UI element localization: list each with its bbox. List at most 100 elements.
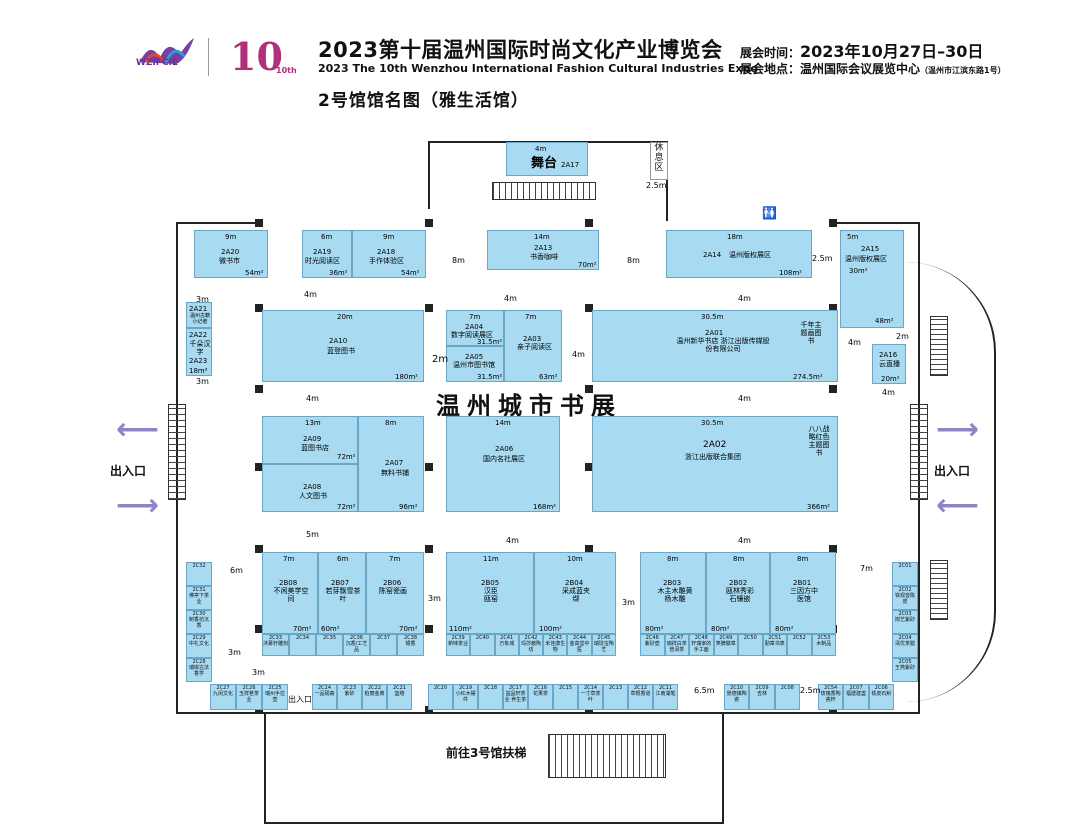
booth-code: 2C42 xyxy=(524,635,538,641)
booth-2A07[interactable]: 8m 2A07 無料书铺 96m² xyxy=(358,416,424,512)
booth-2C50[interactable]: 2C50 xyxy=(738,634,763,656)
entrance-left[interactable]: 出入口 xyxy=(110,464,147,478)
booth-code: 2C15 xyxy=(558,685,573,691)
booth-2A03[interactable]: 7m 2A03 亲子阅读区 63m² xyxy=(504,310,562,382)
booth-2A09[interactable]: 13m 2A09 蓝图书店 72m² xyxy=(262,416,358,464)
booth-2A10[interactable]: 20m 2A10 蓝登图书 180m² xyxy=(262,310,424,382)
booth-2A14[interactable]: 18m 2A14 温州版权展区 108m² xyxy=(666,230,812,278)
booth-name: 福建建盏 xyxy=(845,691,866,697)
entrance-bottom[interactable]: 出入口 xyxy=(288,695,312,704)
booth-2A21[interactable]: 2A21 温州古籍小记者 xyxy=(186,302,212,328)
booth-2B02[interactable]: 8m 2B02 瓯林秀彩石镶嵌 80m² xyxy=(706,552,770,634)
booth-2C20[interactable]: 2C20 xyxy=(428,684,453,710)
booth-name: 温州古籍小记者 xyxy=(189,313,210,325)
wall-top-left xyxy=(176,222,256,224)
booth-2C15[interactable]: 2C15 xyxy=(553,684,578,710)
entrance-right[interactable]: 出入口 xyxy=(934,464,971,478)
booth-2B06[interactable]: 7m 2B06 陈窑瓷画 70m² xyxy=(366,552,424,634)
booth-dim: 9m xyxy=(383,233,395,241)
booth-2C32[interactable]: 2C32 xyxy=(186,562,212,586)
booth-2B04[interactable]: 10m 2B04 采成蓝夹缬 100m² xyxy=(534,552,616,634)
booth-code: 2C02 xyxy=(898,587,912,593)
booth-2C37[interactable]: 2C37 xyxy=(370,634,397,656)
booth-2B01[interactable]: 8m 2B01 三因方中医馆 80m² xyxy=(770,552,836,634)
pillar xyxy=(829,219,837,227)
stage-booth[interactable]: 4m 舞台 2A17 xyxy=(506,142,588,176)
booth-note: 千年主题画图书 xyxy=(800,321,822,345)
booth-code: 2A06 xyxy=(495,445,514,453)
booth-2C08[interactable]: 2C08 xyxy=(774,684,800,710)
escalator-label[interactable]: 前往3号馆扶梯 xyxy=(446,746,527,760)
booth-2C13[interactable]: 2C13 xyxy=(603,684,628,710)
booth-2A13[interactable]: 14m 2A13 书香咖啡 70m² xyxy=(487,230,599,270)
booth-2A16[interactable]: 2A16 云直播 20m² xyxy=(872,344,906,384)
booth-2C01[interactable]: 2C01 xyxy=(892,562,918,586)
booth-2C18[interactable]: 2C18 xyxy=(478,684,503,710)
booth-2C52[interactable]: 2C52 xyxy=(787,634,812,656)
booth-2A06[interactable]: 14m 2A06 国内名社展区 168m² xyxy=(446,416,560,512)
booth-2A08[interactable]: 2A08 人文图书 72m² xyxy=(262,464,358,512)
booth-2A19[interactable]: 6m 2A19 时光阅读区 36m² xyxy=(302,230,352,278)
booth-2B07[interactable]: 6m 2B07 若芽飘雪茶叶 60m² xyxy=(318,552,366,634)
booth-name: 益品轩茶业 养生茶 xyxy=(504,691,527,703)
booth-2A05[interactable]: 2A05 温州市图书馆 31.5m² xyxy=(446,346,504,382)
booth-2C35[interactable]: 2C35 xyxy=(316,634,343,656)
booth-2A02[interactable]: 30.5m 2A02 浙江出版联合集团 八八战略红色主题图书 366m² xyxy=(592,416,838,512)
booth-2A04[interactable]: 7m 2A04 数字阅读展区 31.5m² xyxy=(446,310,504,346)
logo-text: WZIFCIE xyxy=(136,58,179,68)
booth-2B08[interactable]: 7m 2B08 不闲美学空间 70m² xyxy=(262,552,318,634)
booth-name: 温州市图书馆 xyxy=(453,361,495,369)
booth-2A15[interactable]: 5m 2A15 温州版权展区 30m² 48m² xyxy=(840,230,904,328)
booth-2A18[interactable]: 9m 2A18 手作体验区 54m² xyxy=(352,230,426,278)
booth-2A01[interactable]: 30.5m 2A01 温州新华书店 浙江出版传媒股份有限公司 千年主题画图书 2… xyxy=(592,310,838,382)
booth-2A22[interactable]: 2A22 千朵汉字 2A23 18m² xyxy=(186,328,212,376)
booth-2B03[interactable]: 8m 2B03 木主木雕黄杨木雕 80m² xyxy=(640,552,706,634)
booth-name: 亲子阅读区 xyxy=(517,343,552,351)
booth-2C40[interactable]: 2C40 xyxy=(470,634,495,656)
booth-2A20[interactable]: 9m 2A20 微书市 54m² xyxy=(194,230,268,278)
booth-2B05[interactable]: 11m 2B05 汉臣瓯窑 110m² xyxy=(446,552,534,634)
booth-2C34[interactable]: 2C34 xyxy=(289,634,316,656)
